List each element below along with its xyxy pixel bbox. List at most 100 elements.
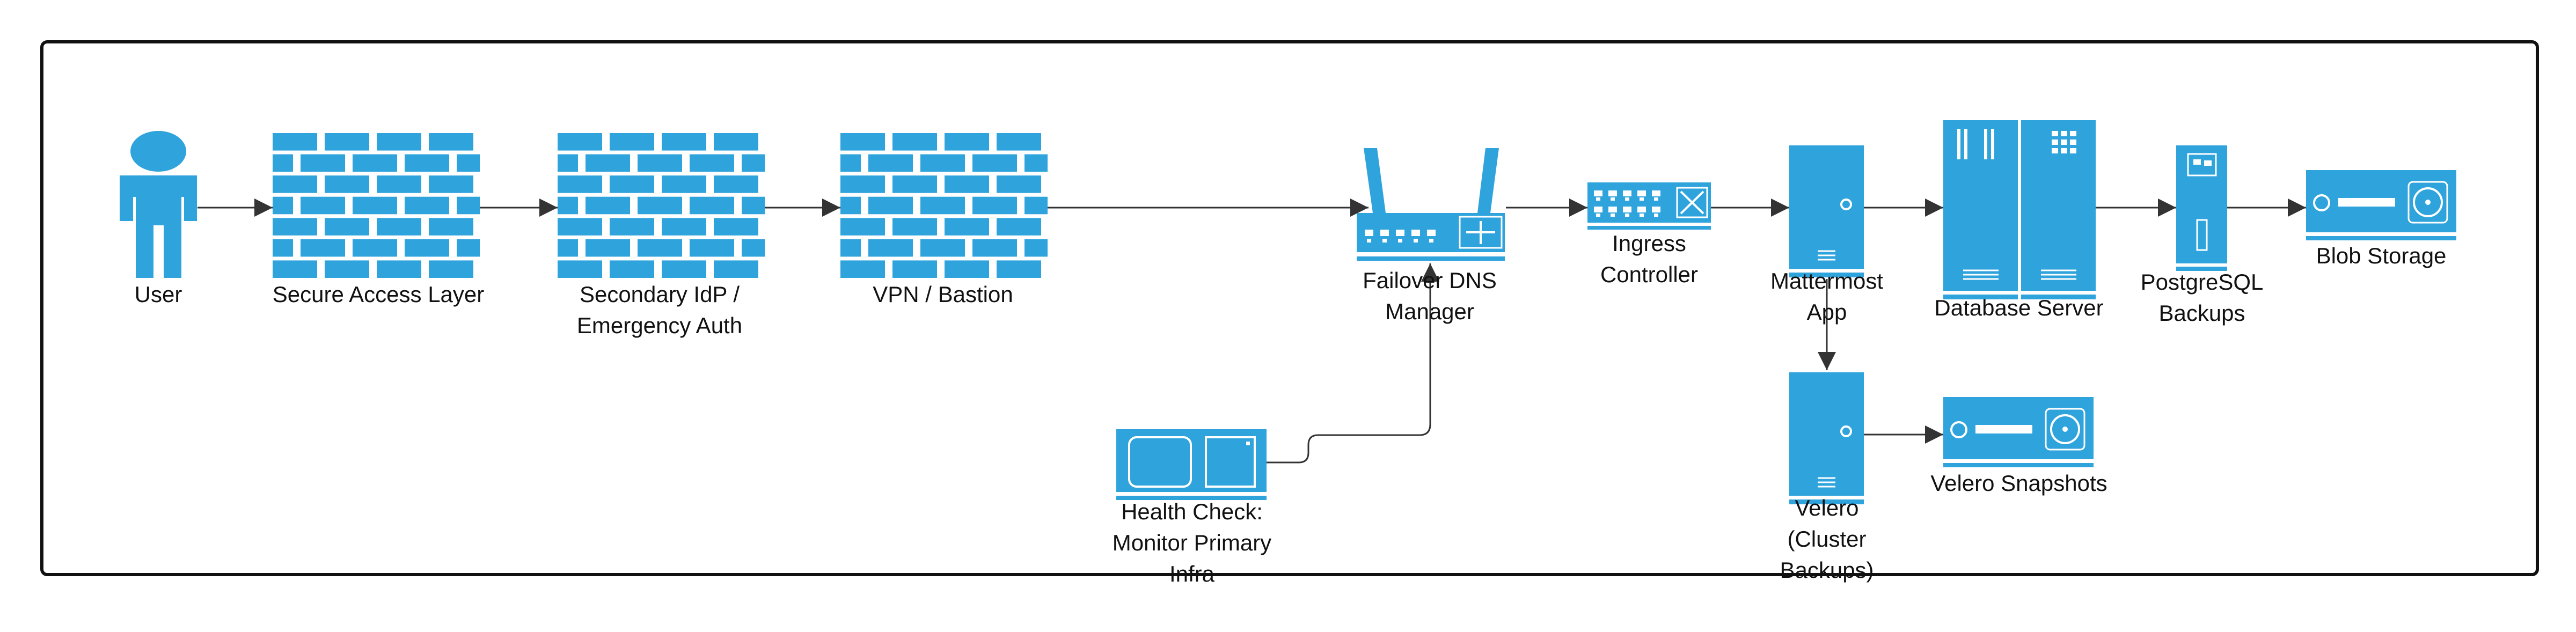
firewall-brick bbox=[457, 196, 480, 215]
firewall-brick bbox=[1024, 239, 1048, 257]
firewall-brick bbox=[690, 196, 734, 215]
firewall-brick bbox=[662, 260, 706, 278]
user-icon[interactable] bbox=[120, 131, 197, 278]
firewall-brick bbox=[610, 175, 654, 193]
node-label-velero-snapshots: Velero Snapshots bbox=[1930, 471, 2107, 496]
firewall-brick bbox=[377, 133, 421, 151]
firewall-brick bbox=[610, 133, 654, 151]
switch-port-led bbox=[1625, 197, 1629, 201]
firewall-brick bbox=[945, 260, 989, 278]
switch-port bbox=[1652, 207, 1660, 212]
firewall-brick bbox=[638, 154, 682, 172]
firewall-brick bbox=[586, 154, 630, 172]
firewall-icon[interactable] bbox=[558, 133, 765, 278]
firewall-brick bbox=[558, 133, 602, 151]
storage-icon[interactable] bbox=[1943, 397, 2094, 467]
connectors bbox=[197, 199, 2306, 464]
firewall-brick bbox=[638, 196, 682, 215]
node-label-velero: Velero (Cluster Backups) bbox=[1780, 495, 1874, 583]
firewall-brick bbox=[429, 133, 473, 151]
firewall-brick bbox=[840, 196, 861, 215]
switch-port bbox=[1608, 190, 1617, 196]
node-label-ingress-controller: Ingress Controller bbox=[1600, 231, 1699, 287]
firewall-brick bbox=[558, 239, 578, 257]
firewall-brick bbox=[273, 239, 293, 257]
firewall-brick bbox=[377, 260, 421, 278]
server-icon[interactable] bbox=[1789, 372, 1864, 504]
database-server-icon[interactable] bbox=[1943, 120, 2096, 299]
switch-port-led bbox=[1625, 214, 1629, 217]
switch-port bbox=[1637, 190, 1646, 196]
firewall-brick bbox=[714, 218, 758, 236]
firewall-brick bbox=[742, 154, 765, 172]
node-label-mattermost-app: Mattermost App bbox=[1770, 268, 1884, 325]
firewall-brick bbox=[742, 196, 765, 215]
firewall-brick bbox=[457, 154, 480, 172]
node-label-user: User bbox=[134, 282, 182, 307]
firewall-brick bbox=[920, 154, 965, 172]
firewall-brick bbox=[972, 196, 1017, 215]
firewall-brick bbox=[405, 196, 449, 215]
firewall-brick bbox=[325, 218, 369, 236]
firewall-brick bbox=[558, 175, 602, 193]
node-label-health-check: Health Check: Monitor Primary Infra bbox=[1112, 499, 1272, 586]
switch-port-led bbox=[1640, 197, 1644, 201]
firewall-brick bbox=[405, 154, 449, 172]
firewall-brick bbox=[840, 133, 885, 151]
firewall-brick bbox=[892, 218, 937, 236]
switch-port bbox=[1594, 190, 1602, 196]
switch-port bbox=[1608, 207, 1617, 212]
backup-server-icon[interactable] bbox=[2176, 145, 2227, 271]
firewall-brick bbox=[892, 133, 937, 151]
firewall-brick bbox=[997, 133, 1041, 151]
firewall-brick bbox=[586, 239, 630, 257]
firewall-brick bbox=[662, 218, 706, 236]
firewall-brick bbox=[558, 196, 578, 215]
firewall-brick bbox=[972, 239, 1017, 257]
firewall-brick bbox=[610, 260, 654, 278]
firewall-brick bbox=[325, 175, 369, 193]
firewall-brick bbox=[325, 133, 369, 151]
node-label-postgresql-backups: PostgreSQL Backups bbox=[2140, 269, 2264, 326]
switch-port-led bbox=[1654, 197, 1658, 201]
firewall-brick bbox=[714, 175, 758, 193]
firewall-brick bbox=[586, 196, 630, 215]
firewall-brick bbox=[840, 260, 885, 278]
firewall-brick bbox=[273, 260, 317, 278]
switch-port-led bbox=[1611, 214, 1615, 217]
firewall-icon[interactable] bbox=[840, 133, 1048, 278]
firewall-brick bbox=[558, 260, 602, 278]
server-icon[interactable] bbox=[1789, 145, 1864, 277]
firewall-brick bbox=[301, 239, 345, 257]
switch-port bbox=[1623, 190, 1631, 196]
firewall-brick bbox=[714, 133, 758, 151]
switch-icon[interactable] bbox=[1587, 182, 1711, 230]
firewall-brick bbox=[353, 239, 397, 257]
firewall-brick bbox=[325, 260, 369, 278]
firewall-brick bbox=[972, 154, 1017, 172]
firewall-brick bbox=[662, 133, 706, 151]
node-label-failover-dns: Failover DNS Manager bbox=[1363, 268, 1497, 324]
edge-health-check-to-failover-dns bbox=[1267, 263, 1439, 464]
firewall-brick bbox=[457, 239, 480, 257]
firewall-brick bbox=[273, 175, 317, 193]
firewall-brick bbox=[840, 218, 885, 236]
firewall-brick bbox=[558, 154, 578, 172]
switch-port bbox=[1637, 207, 1646, 212]
firewall-brick bbox=[690, 154, 734, 172]
firewall-brick bbox=[920, 196, 965, 215]
storage-icon[interactable] bbox=[2306, 170, 2456, 240]
firewall-brick bbox=[662, 175, 706, 193]
node-label-vpn-bastion: VPN / Bastion bbox=[873, 282, 1013, 307]
firewall-icon[interactable] bbox=[273, 133, 480, 278]
node-label-secure-access-layer: Secure Access Layer bbox=[272, 282, 485, 307]
firewall-brick bbox=[1024, 154, 1048, 172]
firewall-brick bbox=[868, 196, 913, 215]
monitor-appliance-icon[interactable] bbox=[1116, 429, 1267, 500]
router-icon[interactable] bbox=[1357, 148, 1505, 261]
firewall-brick bbox=[714, 260, 758, 278]
firewall-brick bbox=[377, 175, 421, 193]
node-label-secondary-idp: Secondary IdP / Emergency Auth bbox=[576, 282, 743, 338]
firewall-brick bbox=[840, 154, 861, 172]
